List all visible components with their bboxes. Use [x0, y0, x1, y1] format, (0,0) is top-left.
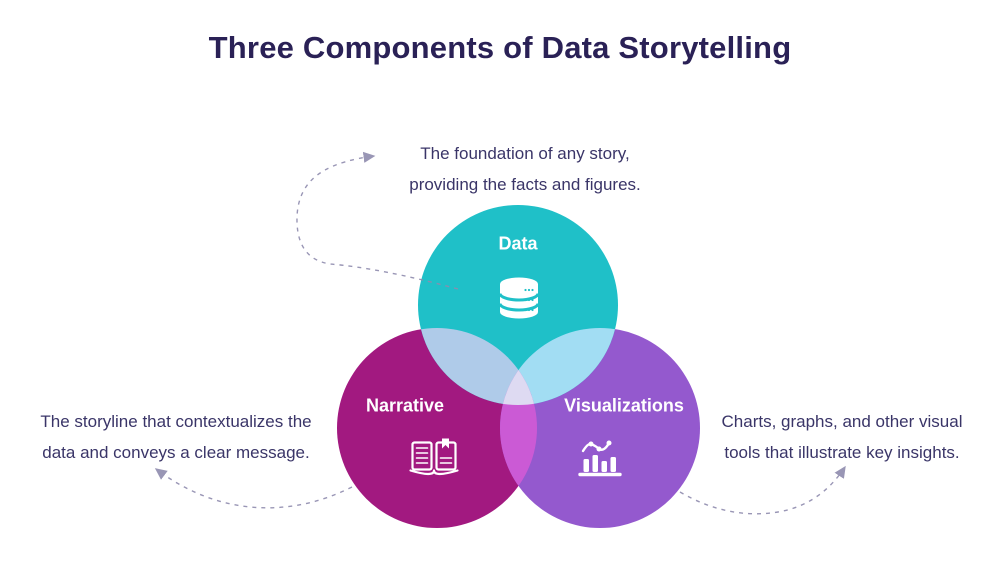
data-annotation-line1: The foundation of any story, [420, 144, 630, 163]
overlap-data-visualizations [500, 328, 618, 405]
narrative-circle-label: Narrative [365, 395, 445, 416]
visualizations-circle-label: Visualizations [564, 395, 684, 416]
bar-chart-icon [578, 440, 622, 477]
arrow-to-visualizations-annotation [679, 465, 846, 515]
database-icon [498, 277, 540, 319]
visualizations-annotation-line1: Charts, graphs, and other visual [721, 412, 963, 431]
visualizations-annotation: Charts, graphs, and other visual tools t… [722, 406, 963, 468]
open-book-icon [409, 438, 459, 476]
narrative-annotation-line2: data and conveys a clear message. [42, 443, 310, 462]
narrative-annotation: The storyline that contextualizes the da… [40, 406, 311, 468]
narrative-annotation-line1: The storyline that contextualizes the [40, 412, 312, 431]
page-title: Three Components of Data Storytelling [208, 30, 792, 65]
data-circle-label: Data [498, 233, 538, 254]
data-annotation-line2: providing the facts and figures. [409, 175, 641, 194]
visualizations-annotation-line2: tools that illustrate key insights. [724, 443, 960, 462]
data-annotation: The foundation of any story, providing t… [409, 138, 641, 200]
overlap-data-narrative [418, 328, 537, 405]
arrow-to-narrative-annotation [154, 468, 353, 509]
arrow-to-data-annotation [296, 151, 459, 290]
